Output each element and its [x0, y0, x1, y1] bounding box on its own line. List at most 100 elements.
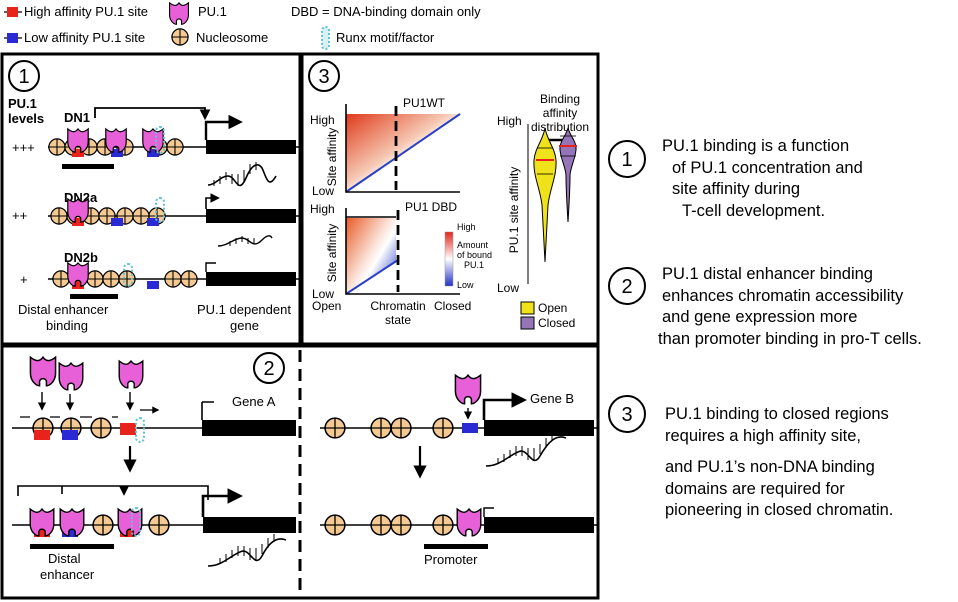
summary-1: PU.1 binding is a function of PU.1 conce…	[662, 136, 863, 222]
x-title-1: Chromatin	[370, 299, 425, 313]
panel-3-number: 3	[318, 66, 329, 88]
dbd-y-low: Low	[312, 287, 334, 301]
summary-2-line: enhances chromatin accessibility	[662, 286, 904, 305]
legend-dbd-label: DBD = DNA-binding domain only	[291, 4, 481, 19]
dbd-tag: PU1 DBD	[405, 200, 457, 214]
gene-a-before: Gene A	[12, 356, 296, 473]
summary-3-line: domains are required for	[665, 479, 845, 498]
legend-low-site-label: Low affinity PU.1 site	[24, 30, 145, 45]
colorbar-high: High	[457, 222, 476, 232]
summary-3-line: PU.1 binding to closed regions	[665, 405, 889, 423]
x-title-2: state	[385, 313, 411, 327]
colorbar-title-1: Amount	[457, 240, 489, 250]
violin-plot: Binding affinity distribution High Low P…	[497, 92, 589, 330]
summary-1-number: 1	[621, 149, 632, 171]
summary-1-line: of PU.1 concentration and	[672, 158, 863, 177]
summary-3-line: requires a high affinity site,	[665, 426, 861, 445]
wt-y-label: Site affinity	[325, 128, 339, 186]
gene-b-before: Gene B	[320, 374, 598, 479]
panel-2-frame	[0, 344, 600, 600]
promoter-label: Promoter	[424, 552, 478, 567]
dbd-y-high: High	[310, 202, 335, 216]
dn1-row: DN1 +++	[12, 107, 300, 187]
level-dn2a: ++	[12, 208, 27, 223]
level-dn1: +++	[12, 140, 35, 155]
violin-title-1: Binding	[540, 92, 580, 106]
legend-pu1-label: PU.1	[198, 4, 227, 19]
colorbar-title-2: of bound	[457, 250, 492, 260]
summary-3-circle	[608, 395, 646, 433]
summary-3-number: 3	[621, 404, 632, 426]
violin-title-2: affinity	[543, 106, 577, 120]
pu1-levels-label-2: levels	[8, 111, 44, 126]
summary-1-line: T-cell development.	[682, 201, 826, 220]
panel-1-frame	[0, 52, 302, 346]
gene-b-after: Promoter	[320, 507, 598, 567]
pu1-icon	[168, 2, 190, 25]
legend-runx-label: Runx motif/factor	[336, 30, 435, 45]
pu1-levels-label-1: PU.1	[8, 96, 37, 111]
summary-3: PU.1 binding to closed regions requires …	[665, 404, 893, 522]
wt-y-high: High	[310, 113, 335, 127]
summary-3-spacer	[665, 447, 893, 457]
colorbar-low: Low	[457, 280, 474, 290]
violin-y-low: Low	[497, 281, 519, 295]
violin-title-3: distribution	[531, 120, 589, 134]
stage-dn1: DN1	[64, 110, 90, 125]
colorbar: High Amount of bound PU.1 Low	[444, 222, 492, 290]
panel-1-number: 1	[18, 66, 29, 88]
legend-open-swatch	[520, 301, 535, 315]
legend-high-site-label: High affinity PU.1 site	[24, 4, 148, 19]
legend-closed-swatch	[520, 316, 535, 330]
summary-3-line: pioneering in closed chromatin.	[665, 501, 894, 519]
summary-2-line: and gene expression more	[662, 308, 858, 326]
violin-y-high: High	[497, 114, 522, 128]
violin-open	[533, 127, 557, 263]
distal-enhancer-label-1: Distal	[48, 551, 81, 566]
gene-b-label: Gene B	[530, 391, 574, 406]
panel-1: 1 PU.1 levels DN1 +++	[0, 52, 302, 346]
affinity-plot-dbd: PU1 DBD High Low Site affinity Open Chro…	[310, 200, 471, 327]
legend-low-affinity-site: Low affinity PU.1 site	[4, 30, 145, 45]
dependent-gene-label-1: PU.1 dependent	[197, 302, 291, 317]
panel-3-number-circle	[308, 60, 340, 92]
legend-open-label: Open	[538, 301, 567, 315]
x-closed-label: Closed	[434, 299, 471, 313]
stage-dn2b: DN2b	[64, 250, 98, 265]
legend-high-affinity-site: High affinity PU.1 site	[4, 4, 148, 19]
summary-2-line: than promoter binding in pro-T cells.	[658, 329, 922, 348]
summary-2-line: PU.1 distal enhancer binding	[662, 265, 873, 283]
dbd-y-label: Site affinity	[325, 224, 339, 282]
nucleosome-icon	[171, 28, 189, 46]
panel-3: 3 PU1WT High Low Site affinity PU1 DBD H…	[300, 52, 600, 346]
runx-icon	[321, 26, 330, 50]
gene-a-after: Distal enhancer	[12, 486, 296, 582]
summary-1-line: PU.1 binding is a function	[662, 137, 850, 155]
high-site-swatch	[7, 7, 18, 17]
distal-binding-label-2: binding	[46, 318, 88, 333]
panel-3-frame	[300, 52, 600, 346]
summary-3-line: and PU.1’s non-DNA binding	[665, 458, 875, 476]
affinity-plot-wt: PU1WT High Low Site affinity	[310, 96, 461, 198]
wt-tag: PU1WT	[403, 96, 446, 110]
panel-2-number-circle	[253, 352, 285, 384]
violin-closed	[559, 127, 577, 223]
level-dn2b: +	[20, 272, 28, 287]
panel-2: 2 Gene A	[0, 344, 600, 600]
summary-2: PU.1 distal enhancer binding enhances ch…	[658, 264, 922, 350]
summary-1-circle	[608, 140, 646, 178]
gene-a-label: Gene A	[232, 394, 276, 409]
legend-closed-label: Closed	[538, 316, 575, 330]
violin-y-label: PU.1 site affinity	[507, 167, 521, 253]
panel-1-number-circle	[8, 60, 40, 92]
summary-2-circle	[608, 267, 646, 305]
low-site-swatch	[7, 33, 18, 43]
dependent-gene-label-2: gene	[230, 318, 259, 333]
summary-1-line: site affinity during	[672, 180, 801, 198]
x-open-label: Open	[312, 299, 341, 313]
legend-nucleosome-label: Nucleosome	[196, 30, 268, 45]
legend: High affinity PU.1 site Low affinity PU.…	[4, 2, 481, 50]
distal-binding-label-1: Distal enhancer	[18, 302, 109, 317]
dn2a-row: DN2a ++	[12, 190, 300, 247]
